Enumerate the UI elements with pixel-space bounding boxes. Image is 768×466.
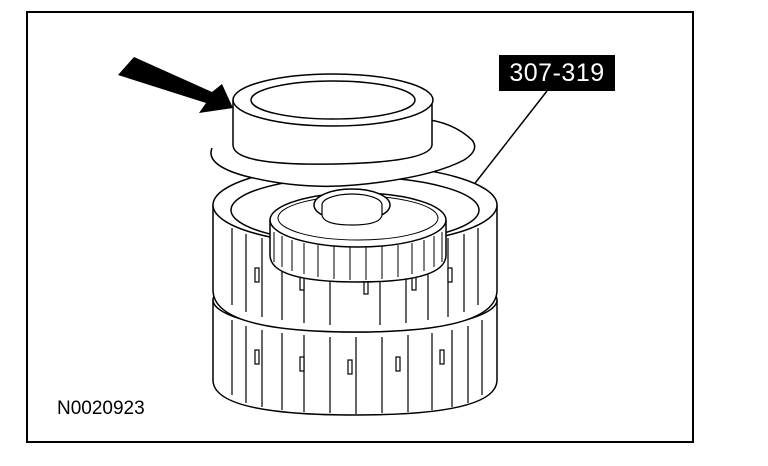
clutch-plate-pack [269,188,447,283]
tool-callout-label: 307-319 [499,55,615,91]
special-tool-cap [210,73,476,188]
direction-arrow [118,57,233,113]
figure-id: N0020923 [57,398,145,419]
